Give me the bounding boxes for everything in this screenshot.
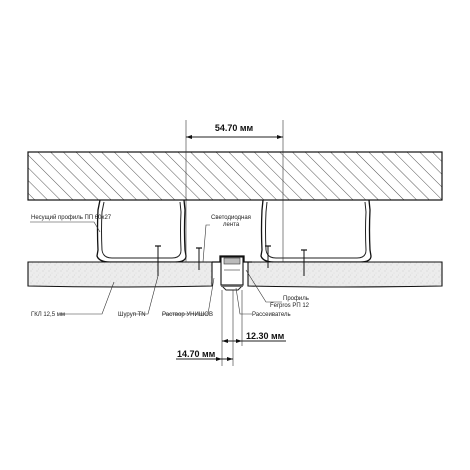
leader-lines [30, 221, 282, 315]
gypsum-board-left [27, 261, 213, 288]
dimension-top-value: 54.70 мм [215, 123, 254, 133]
carrying-profile-right [260, 199, 372, 263]
screw-left-1 [155, 245, 161, 276]
label-led-line1: Светодиодная [211, 215, 251, 221]
dimension-top: 54.70 мм [185, 120, 284, 262]
dimension-right: 12.30 мм [221, 290, 286, 366]
screw-right-1 [265, 245, 271, 268]
label-profile-line1: Профиль [283, 296, 309, 302]
label-solution: Раствор УНИШОВ [162, 312, 213, 318]
label-carrying-profile: Несущий профиль ПП 60x27 [31, 214, 112, 221]
dimension-left: 14.70 мм [176, 290, 234, 366]
screw-left-2 [196, 247, 202, 270]
label-led-line2: лента [223, 222, 240, 228]
aluminum-profile-rp12 [212, 255, 252, 291]
gypsum-board-right [247, 261, 443, 288]
screw-right-2 [301, 249, 307, 276]
label-gypsum-board: ГКЛ 12,5 мм [31, 312, 65, 318]
dimension-right-value: 12.30 мм [246, 331, 285, 341]
led-strip [223, 257, 241, 265]
carrying-profile-left [96, 199, 187, 263]
label-screw: Шуруп TN [118, 312, 146, 318]
label-profile-line2: Ferpros PП 12 [270, 303, 310, 309]
label-diffuser: Рассеиватель [252, 312, 291, 318]
dimension-left-value: 14.70 мм [177, 349, 216, 359]
concrete-slab [27, 151, 443, 201]
